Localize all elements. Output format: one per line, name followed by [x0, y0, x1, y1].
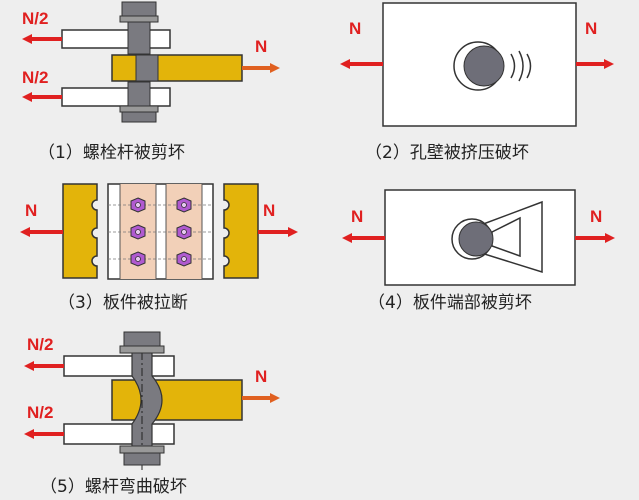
label-n-left: N	[25, 201, 37, 220]
bolt-nut-bottom	[123, 452, 161, 466]
label-n-right: N	[585, 19, 597, 38]
top-cover-plate	[63, 355, 175, 377]
bolt-washer-top	[119, 345, 165, 354]
label-n-right: N	[255, 367, 267, 386]
label-n-half-top: N/2	[22, 9, 48, 28]
caption-plate-end-shear: （4）板件端部被剪坏	[368, 293, 532, 313]
label-n-right: N	[590, 207, 602, 226]
caption-bolt-shear: （1）螺栓杆被剪坏	[38, 143, 185, 163]
bolt-washer-bottom	[119, 445, 165, 454]
bolt-washer-bottom	[119, 105, 159, 113]
label-n-half-bottom: N/2	[27, 403, 53, 422]
nut-center	[181, 229, 187, 235]
bolt-section	[458, 221, 494, 257]
crush-mark-2	[518, 50, 524, 82]
nut-center	[135, 256, 141, 262]
middle-plate	[111, 54, 243, 82]
middle-plate	[111, 379, 243, 421]
panel-plate-end-shear: N N （4）板件端部被剪坏	[342, 189, 615, 313]
top-cover-plate	[61, 29, 171, 49]
bolt-nut-bottom	[121, 111, 157, 123]
nut-center	[181, 256, 187, 262]
bolt-head-top	[121, 1, 157, 17]
right-plate-piece	[223, 183, 259, 279]
left-plate-piece	[62, 183, 98, 279]
panel-bolt-bending: N/2 N/2 N （5）螺杆弯曲破坏	[24, 331, 280, 497]
label-n-half-top: N/2	[27, 335, 53, 354]
bottom-cover-plate	[61, 87, 171, 107]
panel-plate-tension: N N （3）板件被拉断	[20, 183, 298, 313]
caption-bolt-bending: （5）螺杆弯曲破坏	[40, 477, 187, 497]
nut-center	[181, 202, 187, 208]
bolt-washer-top	[119, 15, 159, 23]
bolt-shank-middle	[135, 54, 159, 82]
panel-hole-bearing: N N （2）孔壁被挤压破坏	[340, 2, 614, 163]
caption-hole-bearing: （2）孔壁被挤压破坏	[365, 143, 529, 163]
crush-mark-3	[526, 53, 532, 79]
panel-bolt-shear: N/2 N/2 N （1）螺栓杆被剪坏	[22, 1, 280, 163]
label-n-right: N	[263, 201, 275, 220]
label-n-right: N	[255, 37, 267, 56]
shear-out-wedge	[477, 200, 543, 274]
bolt-section	[463, 45, 505, 87]
nut-center	[135, 202, 141, 208]
caption-plate-tension: （3）板件被拉断	[58, 293, 188, 313]
crush-mark-1	[510, 53, 516, 79]
label-n-left: N	[349, 19, 361, 38]
nut-center	[135, 229, 141, 235]
label-n-half-bottom: N/2	[22, 68, 48, 87]
label-n-left: N	[351, 207, 363, 226]
bolt-head-top	[123, 331, 161, 347]
bottom-cover-plate	[63, 423, 175, 445]
